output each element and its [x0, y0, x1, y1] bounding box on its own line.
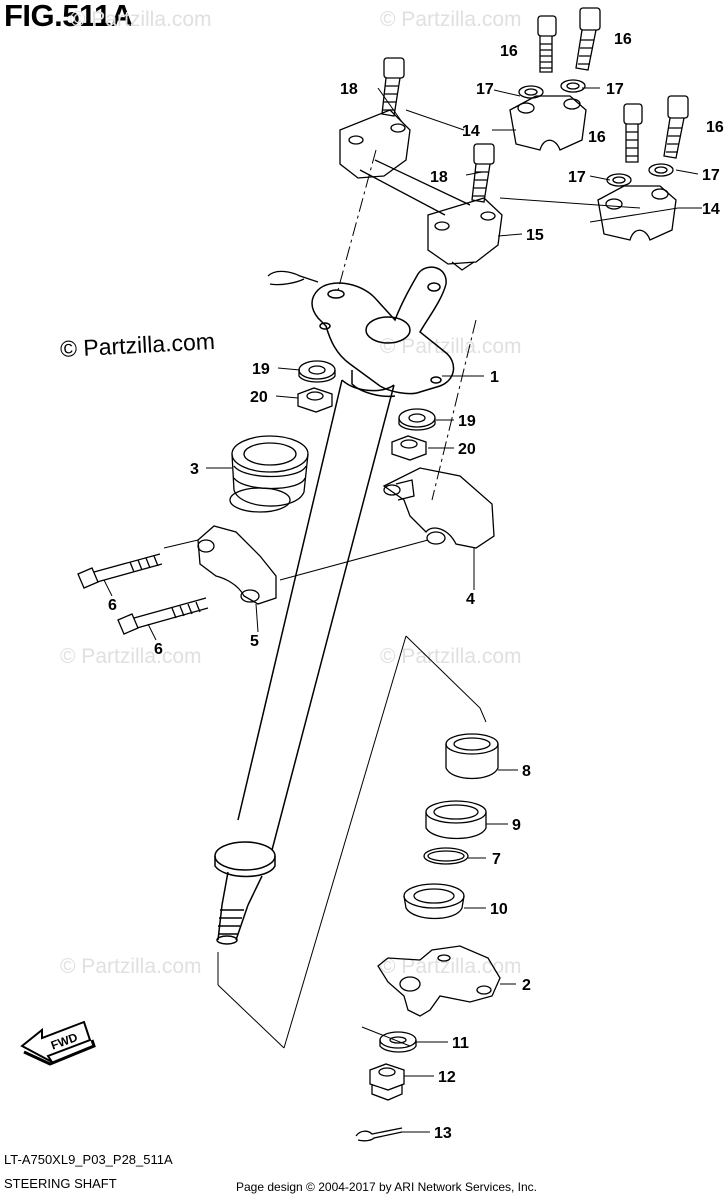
steering-shaft-part-1: [214, 266, 455, 945]
callout-1: 1: [490, 369, 499, 386]
callout-10: 10: [490, 901, 508, 918]
seal-part-10: [403, 883, 465, 920]
watermark-faint: © Partzilla.com: [380, 645, 522, 668]
nut-part-20: [297, 387, 427, 461]
page-credit: Page design © 2004-2017 by ARI Network S…: [236, 1180, 538, 1194]
washer-part-11: [379, 1031, 417, 1053]
callout-17: 17: [568, 169, 586, 186]
callout-5: 5: [250, 633, 259, 650]
bushing-part-3: [229, 435, 309, 513]
callout-18: 18: [340, 81, 358, 98]
callout-17: 17: [702, 167, 720, 184]
callout-9: 9: [512, 817, 521, 834]
bushing-part-8: [445, 733, 499, 780]
callout-6: 6: [108, 597, 117, 614]
bearing-part-9: [425, 800, 487, 840]
handlebar-clamp-part-14: [509, 95, 587, 151]
washer-part-19: [298, 360, 436, 431]
callout-6: 6: [154, 641, 163, 658]
callout-16: 16: [614, 31, 632, 48]
watermark-faint: © Partzilla.com: [60, 955, 202, 978]
lock-washer-part-17: [518, 79, 674, 187]
spring-clip: [267, 270, 319, 283]
cotter-pin-part-13: [355, 1127, 403, 1142]
callout-13: 13: [434, 1125, 452, 1142]
callout-14: 14: [702, 201, 720, 218]
watermark-faint: © Partzilla.com: [380, 955, 522, 978]
handlebar-clamp-part-14b: [597, 185, 677, 241]
callout-19: 19: [252, 361, 270, 378]
callout-2: 2: [522, 977, 531, 994]
callout-7: 7: [492, 851, 501, 868]
callout-17: 17: [606, 81, 624, 98]
callout-16: 16: [500, 43, 518, 60]
callout-8: 8: [522, 763, 531, 780]
watermark-faint: © Partzilla.com: [70, 8, 212, 31]
callout-19: 19: [458, 413, 476, 430]
bolt-part-18: [381, 57, 495, 203]
bolt-part-6: [77, 553, 209, 635]
diagram-code: LT-A750XL9_P03_P28_511A: [4, 1152, 173, 1167]
callout-12: 12: [438, 1069, 456, 1086]
shaft-holder-part-5: [197, 525, 277, 605]
callout-20: 20: [458, 441, 476, 458]
shaft-holder-part-4: [382, 467, 495, 549]
callout-16: 16: [706, 119, 724, 136]
nut-part-12: [369, 1063, 405, 1101]
diagram-caption: STEERING SHAFT: [4, 1176, 117, 1191]
steering-arm-part-2: [377, 945, 501, 1017]
callout-16: 16: [588, 129, 606, 146]
callout-3: 3: [190, 461, 199, 478]
callout-11: 11: [452, 1035, 469, 1052]
watermark-faint: © Partzilla.com: [380, 8, 522, 31]
callout-15: 15: [526, 227, 544, 244]
handlebar-holder-part-15: [339, 109, 503, 271]
callout-14: 14: [462, 123, 480, 140]
figure-title: FIG.511A: [4, 0, 133, 33]
callout-20: 20: [250, 389, 268, 406]
callout-17: 17: [476, 81, 494, 98]
callout-4: 4: [466, 591, 475, 608]
watermark-faint: © Partzilla.com: [380, 335, 522, 358]
watermark-faint: © Partzilla.com: [60, 645, 202, 668]
bolt-part-16: [537, 7, 689, 163]
fwd-arrow-icon: FWD: [20, 1020, 96, 1066]
callout-18: 18: [430, 169, 448, 186]
o-ring-part-7: [423, 847, 469, 865]
